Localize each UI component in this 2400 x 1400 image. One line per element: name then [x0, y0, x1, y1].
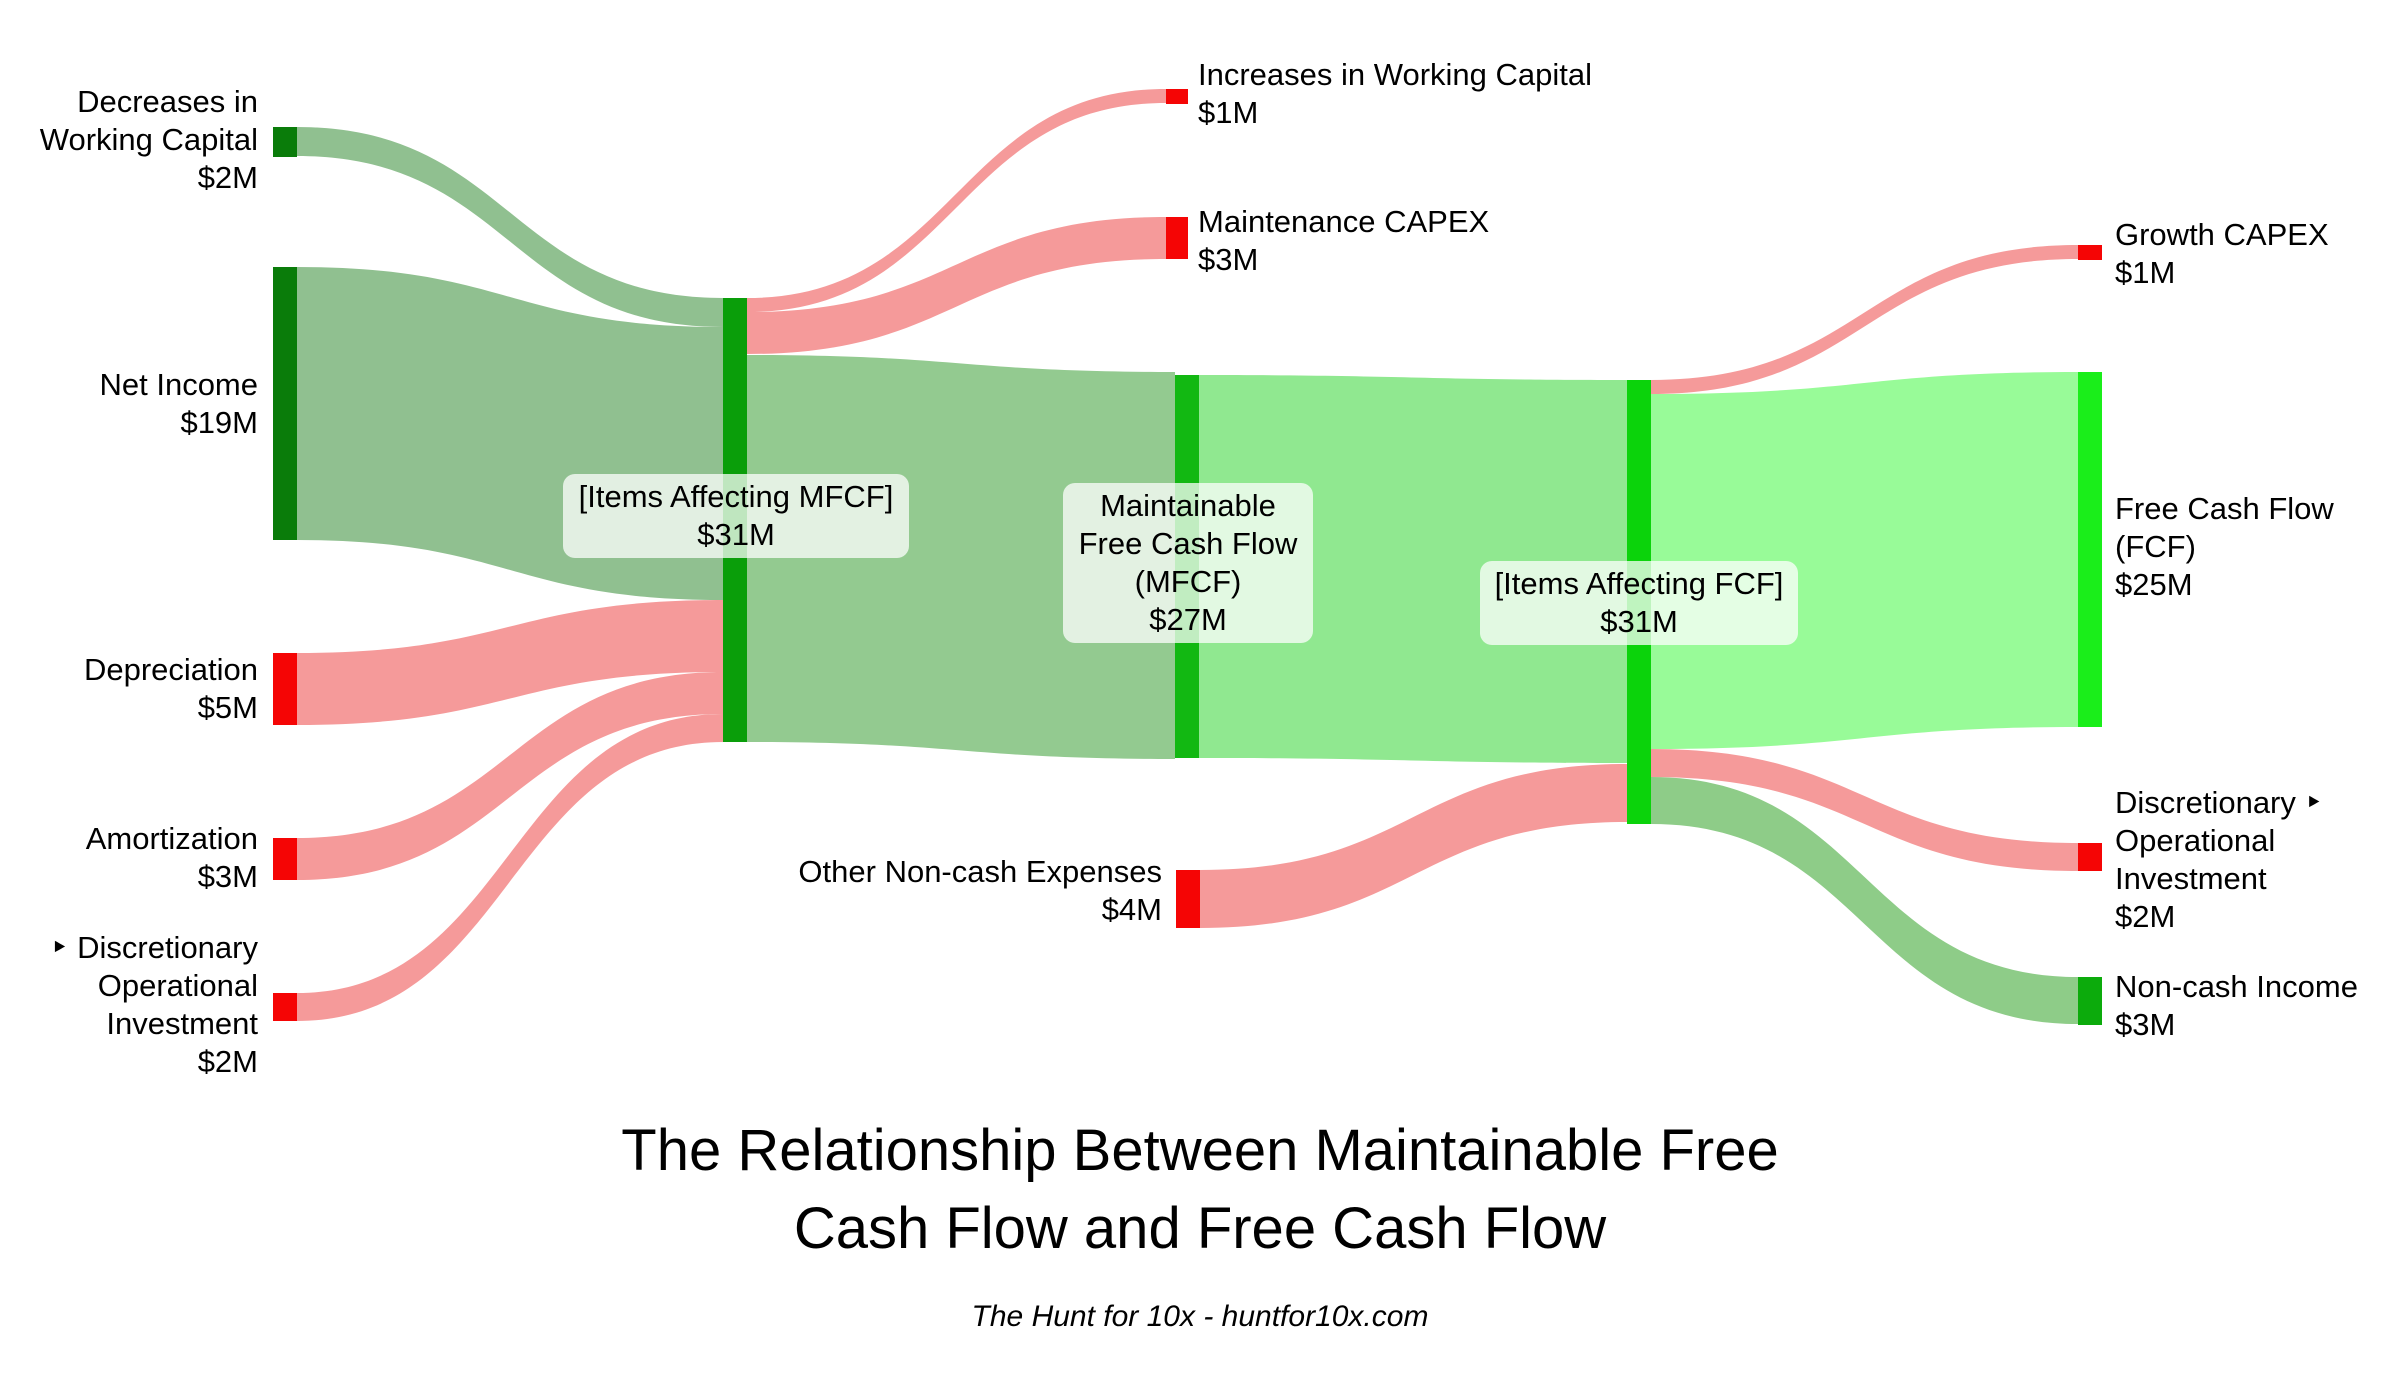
label-other-noncash-expenses: Other Non-cash Expenses $4M	[798, 853, 1162, 929]
label-decreases-working-capital: Decreases in Working Capital $2M	[40, 83, 258, 197]
label-line: $2M	[197, 1044, 258, 1079]
flow-depreciation-to-items-mfcf	[297, 600, 723, 725]
label-discretionary-left: ‣ Discretionary Operational Investment $…	[50, 929, 258, 1081]
node-amortization	[273, 838, 297, 880]
label-line: Discretionary ‣	[2115, 785, 2323, 820]
label-line: $3M	[1198, 242, 1259, 277]
flow-items-fcf-to-noncash-income	[1651, 777, 2078, 1024]
node-disc-op-inv-right	[2078, 843, 2102, 871]
label-line: $31M	[697, 517, 775, 552]
label-depreciation: Depreciation $5M	[84, 651, 258, 727]
label-line: $3M	[2115, 1007, 2176, 1042]
label-line: Investment	[2115, 861, 2267, 896]
label-line: Operational	[2115, 823, 2276, 858]
flow-disc-left-to-items-mfcf	[297, 714, 723, 1021]
label-box-mfcf: Maintainable Free Cash Flow (MFCF) $27M	[1063, 483, 1313, 643]
flow-decreases-wc-to-items-mfcf	[297, 127, 723, 327]
label-line: $31M	[1600, 604, 1678, 639]
label-line: $27M	[1149, 602, 1227, 637]
label-line: Amortization	[85, 821, 258, 856]
node-growth-capex	[2078, 245, 2102, 260]
label-line: [Items Affecting FCF]	[1494, 566, 1784, 601]
label-free-cash-flow: Free Cash Flow (FCF) $25M	[2115, 490, 2334, 604]
label-line: Depreciation	[83, 652, 258, 687]
chart-title-line1: The Relationship Between Maintainable Fr…	[621, 1118, 1779, 1183]
label-increases-working-capital: Increases in Working Capital $1M	[1198, 56, 1592, 132]
label-amortization: Amortization $3M	[86, 820, 258, 896]
label-box-items-affecting-fcf: [Items Affecting FCF] $31M	[1480, 561, 1798, 645]
label-line: Net Income	[99, 367, 258, 402]
label-line: Operational	[97, 968, 258, 1003]
flow-other-noncash-to-items-fcf	[1200, 764, 1627, 928]
label-line: $2M	[197, 160, 258, 195]
node-depreciation	[273, 653, 297, 725]
label-line: Investment	[106, 1006, 258, 1041]
label-line: $1M	[1198, 95, 1259, 130]
flow-items-fcf-to-fcf	[1651, 372, 2078, 749]
label-line: $4M	[1101, 892, 1162, 927]
label-line: Working Capital	[39, 122, 258, 157]
label-noncash-income: Non-cash Income $3M	[2115, 968, 2358, 1044]
label-line: (MFCF)	[1134, 564, 1242, 599]
node-increases-wc	[1166, 89, 1188, 104]
label-line: Decreases in	[77, 84, 258, 119]
label-line: Maintainable	[1100, 488, 1276, 523]
label-box-items-affecting-mfcf: [Items Affecting MFCF] $31M	[563, 474, 909, 558]
label-line: $1M	[2115, 255, 2176, 290]
flow-amortization-to-items-mfcf	[297, 672, 723, 880]
label-line: (FCF)	[2115, 529, 2196, 564]
label-line: Other Non-cash Expenses	[798, 854, 1162, 889]
chart-title: The Relationship Between Maintainable Fr…	[0, 1112, 2400, 1268]
label-discretionary-right: Discretionary ‣ Operational Investment $…	[2115, 784, 2323, 936]
chart-title-line2: Cash Flow and Free Cash Flow	[793, 1196, 1607, 1261]
label-line: Non-cash Income	[2115, 969, 2358, 1004]
label-line: ‣ Discretionary	[50, 930, 258, 965]
flow-items-mfcf-to-mfcf	[747, 355, 1175, 759]
label-maintenance-capex: Maintenance CAPEX $3M	[1198, 203, 1489, 279]
label-line: Growth CAPEX	[2115, 217, 2329, 252]
node-net-income	[273, 267, 297, 540]
label-line: Free Cash Flow	[1078, 526, 1298, 561]
node-other-noncash	[1176, 870, 1200, 928]
label-line: $5M	[197, 690, 258, 725]
label-line: Increases in Working Capital	[1198, 57, 1592, 92]
label-growth-capex: Growth CAPEX $1M	[2115, 216, 2329, 292]
flow-mfcf-to-items-fcf	[1199, 375, 1627, 763]
chart-subtitle: The Hunt for 10x - huntfor10x.com	[971, 1300, 1429, 1333]
node-decreases-wc	[273, 127, 297, 157]
flow-items-fcf-to-disc-right	[1651, 749, 2078, 871]
node-disc-op-inv-left	[273, 993, 297, 1021]
label-net-income: Net Income $19M	[99, 366, 258, 442]
flow-items-mfcf-to-maintenance-capex	[747, 217, 1166, 354]
label-line: Free Cash Flow	[2115, 491, 2334, 526]
node-fcf	[2078, 372, 2102, 727]
node-maintenance-capex	[1166, 217, 1188, 259]
label-line: $3M	[197, 859, 258, 894]
node-noncash-income	[2078, 977, 2102, 1025]
label-line: Maintenance CAPEX	[1198, 204, 1490, 239]
flow-items-fcf-to-growth-capex	[1651, 245, 2078, 394]
label-line: $2M	[2115, 899, 2176, 934]
label-line: $19M	[180, 405, 258, 440]
label-line: $25M	[2115, 567, 2193, 602]
label-line: [Items Affecting MFCF]	[578, 479, 894, 514]
flow-items-mfcf-to-increases-wc	[747, 89, 1166, 312]
